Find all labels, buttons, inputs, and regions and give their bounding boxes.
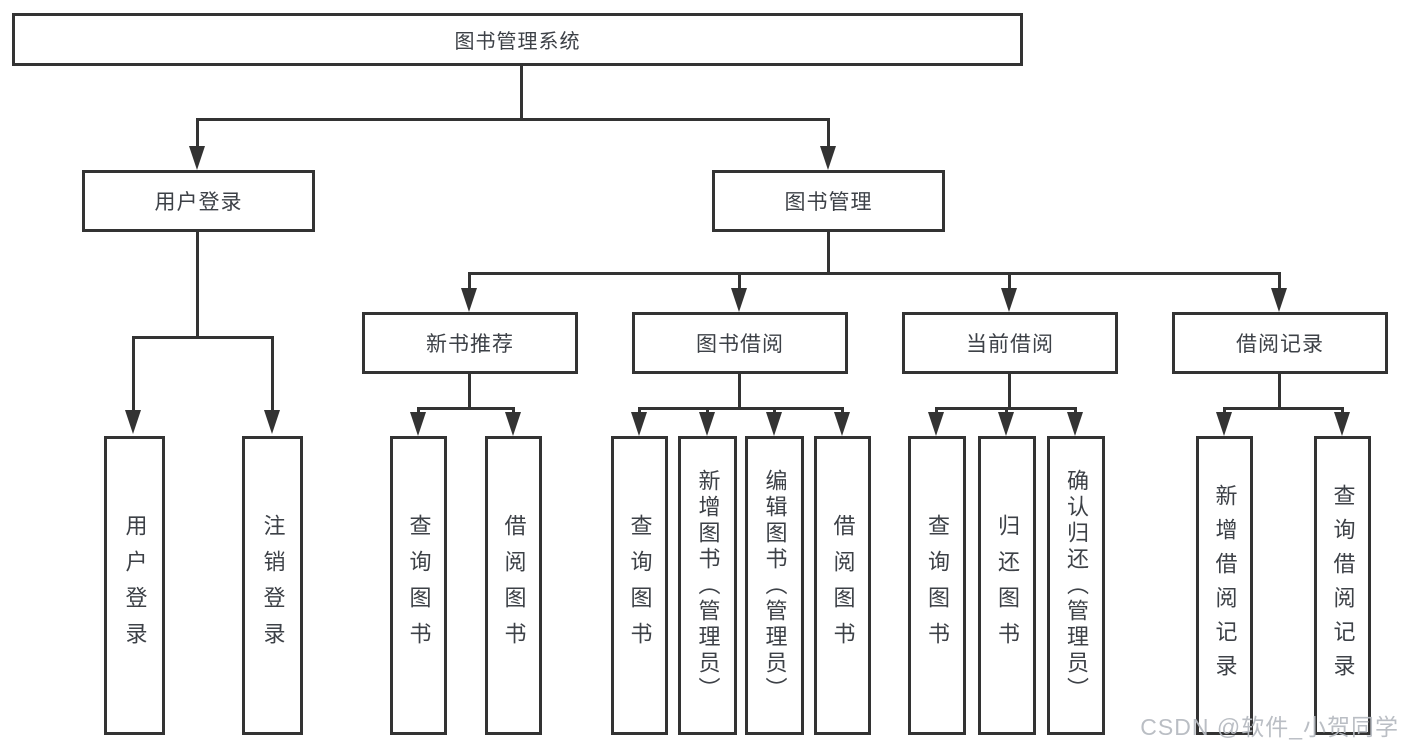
arrowhead-icon: [1216, 412, 1232, 436]
connector-line: [1223, 407, 1344, 410]
leaf-bb-add-books-admin: 新增图书（管理员）: [678, 436, 737, 735]
leaf-cb-return-books: 归还图书: [978, 436, 1036, 735]
leaf-nbr-borrow-books-label: 借阅图书: [501, 513, 527, 658]
arrowhead-icon: [1334, 412, 1350, 436]
arrowhead-icon: [834, 412, 850, 436]
arrowhead-icon: [1067, 412, 1083, 436]
node-new-book-recommend: 新书推荐: [362, 312, 578, 374]
arrowhead-icon: [731, 288, 747, 312]
connector-line: [638, 407, 641, 416]
leaf-nbr-borrow-books: 借阅图书: [485, 436, 542, 735]
leaf-bb-edit-books-admin-label: 编辑图书（管理员）: [762, 468, 788, 703]
connector-line: [520, 66, 523, 118]
leaf-bb-add-books-admin-label: 新增图书（管理员）: [695, 468, 721, 703]
node-borrow-records: 借阅记录: [1172, 312, 1388, 374]
connector-line: [512, 407, 515, 416]
arrowhead-icon: [1271, 288, 1287, 312]
connector-line: [738, 374, 741, 407]
connector-line: [773, 407, 776, 416]
connector-line: [132, 336, 135, 414]
leaf-cb-query-books: 查询图书: [908, 436, 966, 735]
leaf-br-add-record-label: 新增借阅记录: [1212, 483, 1238, 688]
leaf-cb-confirm-return-admin-label: 确认归还（管理员）: [1064, 468, 1089, 703]
leaf-bb-borrow-books: 借阅图书: [814, 436, 871, 735]
leaf-cb-query-books-label: 查询图书: [925, 513, 950, 658]
csdn-watermark: CSDN @软件_小贺同学: [1140, 714, 1399, 740]
leaf-logout-label: 注销登录: [260, 513, 286, 658]
connector-line: [196, 232, 199, 336]
arrowhead-icon: [125, 410, 141, 434]
node-current-borrow: 当前借阅: [902, 312, 1118, 374]
leaf-user-login-label: 用户登录: [122, 513, 148, 658]
connector-line: [417, 407, 420, 416]
connector-line: [841, 407, 844, 416]
connector-line: [468, 374, 471, 407]
connector-line: [196, 118, 199, 150]
leaf-br-query-record-label: 查询借阅记录: [1330, 483, 1356, 688]
node-book-borrow: 图书借阅: [632, 312, 848, 374]
connector-line: [196, 118, 830, 121]
node-root: 图书管理系统: [12, 13, 1023, 66]
arrowhead-icon: [505, 412, 521, 436]
connector-line: [1008, 374, 1011, 407]
leaf-bb-borrow-books-label: 借阅图书: [830, 513, 856, 658]
connector-line: [1278, 374, 1281, 407]
arrowhead-icon: [410, 412, 426, 436]
node-user-login: 用户登录: [82, 170, 315, 232]
connector-line: [468, 272, 1281, 275]
leaf-bb-edit-books-admin: 编辑图书（管理员）: [745, 436, 804, 735]
connector-line: [1074, 407, 1077, 416]
arrowhead-icon: [766, 412, 782, 436]
connector-line: [132, 336, 274, 339]
leaf-br-query-record: 查询借阅记录: [1314, 436, 1371, 735]
leaf-bb-query-books: 查询图书: [611, 436, 668, 735]
leaf-bb-query-books-label: 查询图书: [627, 513, 653, 658]
connector-line: [1008, 272, 1011, 292]
connector-line: [738, 272, 741, 292]
leaf-nbr-query-books: 查询图书: [390, 436, 447, 735]
arrowhead-icon: [264, 410, 280, 434]
connector-line: [417, 407, 515, 410]
leaf-logout: 注销登录: [242, 436, 303, 735]
leaf-user-login: 用户登录: [104, 436, 165, 735]
arrowhead-icon: [699, 412, 715, 436]
connector-line: [1223, 407, 1226, 416]
connector-line: [1341, 407, 1344, 416]
leaf-cb-confirm-return-admin: 确认归还（管理员）: [1047, 436, 1105, 735]
connector-line: [1005, 407, 1008, 416]
node-book-management: 图书管理: [712, 170, 945, 232]
connector-line: [1278, 272, 1281, 292]
leaf-br-add-record: 新增借阅记录: [1196, 436, 1253, 735]
arrowhead-icon: [631, 412, 647, 436]
connector-line: [706, 407, 709, 416]
connector-line: [468, 272, 471, 292]
connector-line: [827, 232, 830, 272]
connector-line: [827, 118, 830, 150]
arrowhead-icon: [1001, 288, 1017, 312]
leaf-nbr-query-books-label: 查询图书: [406, 513, 432, 658]
arrowhead-icon: [189, 146, 205, 170]
arrowhead-icon: [461, 288, 477, 312]
connector-line: [935, 407, 938, 416]
arrowhead-icon: [928, 412, 944, 436]
leaf-cb-return-books-label: 归还图书: [995, 513, 1020, 658]
connector-line: [271, 336, 274, 414]
arrowhead-icon: [998, 412, 1014, 436]
arrowhead-icon: [820, 146, 836, 170]
connector-line: [638, 407, 844, 410]
